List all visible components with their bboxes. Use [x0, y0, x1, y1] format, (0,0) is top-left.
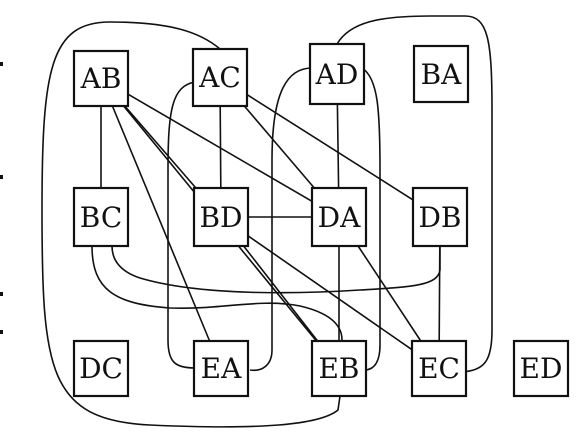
edge-ad-da — [336, 103, 340, 189]
node-label: AB — [80, 62, 122, 95]
edge-ab-bd — [124, 105, 197, 189]
node-bd: BD — [192, 186, 250, 248]
node-box — [72, 339, 130, 398]
node-ed: ED — [512, 339, 570, 398]
curve-bc-db — [111, 245, 441, 294]
node-box — [192, 339, 250, 398]
curve-bc-eb — [91, 245, 343, 341]
node-da: DA — [310, 186, 368, 248]
node-box — [412, 44, 470, 104]
node-box — [310, 186, 368, 248]
node-label: EC — [418, 352, 460, 385]
node-box — [72, 186, 130, 248]
node-ac: AC — [191, 47, 249, 108]
margin-mark — [0, 330, 3, 334]
margin-mark — [0, 175, 3, 179]
node-box — [310, 339, 368, 398]
edge-da-ec — [357, 245, 422, 342]
node-label: BD — [199, 201, 242, 234]
node-box — [72, 49, 130, 108]
node-dc: DC — [72, 339, 130, 398]
node-db: DB — [411, 186, 469, 248]
edge-bd-ec — [247, 235, 413, 351]
node-label: DB — [418, 201, 461, 234]
curve-ad-eb — [361, 67, 381, 371]
edge-ac-bd — [219, 105, 222, 189]
node-label: EA — [201, 352, 242, 385]
node-bc: BC — [72, 186, 130, 248]
node-box — [512, 339, 570, 398]
node-label: ED — [520, 352, 563, 385]
curve-ad-ec — [336, 15, 493, 373]
node-eb: EB — [310, 339, 368, 398]
curve-ad-ea — [249, 67, 313, 372]
node-ba: BA — [412, 44, 470, 104]
node-ec: EC — [410, 339, 468, 398]
margin-mark — [0, 62, 3, 66]
node-label: BA — [421, 58, 463, 91]
margin-mark — [0, 292, 3, 296]
node-label: DC — [79, 352, 123, 385]
curve-ac-ea — [167, 81, 196, 369]
node-box — [191, 47, 249, 108]
node-box — [192, 186, 250, 248]
node-label: BC — [80, 201, 123, 234]
curve-ac-eb — [41, 21, 341, 428]
node-ea: EA — [192, 339, 250, 398]
edge-ac-da — [243, 105, 315, 189]
edge-layer — [100, 93, 441, 351]
margin-marks — [0, 62, 3, 334]
node-label: EB — [318, 352, 359, 385]
node-label: DA — [318, 201, 361, 234]
node-box — [308, 42, 366, 106]
node-ad: AD — [308, 42, 366, 106]
edge-ab-ea — [111, 105, 211, 342]
node-label: AC — [198, 61, 241, 94]
edge-ac-db — [246, 93, 414, 201]
curve-layer — [41, 15, 493, 428]
node-box — [410, 339, 468, 398]
node-box — [411, 186, 469, 248]
node-ab: AB — [72, 49, 130, 108]
node-label: AD — [315, 58, 359, 91]
